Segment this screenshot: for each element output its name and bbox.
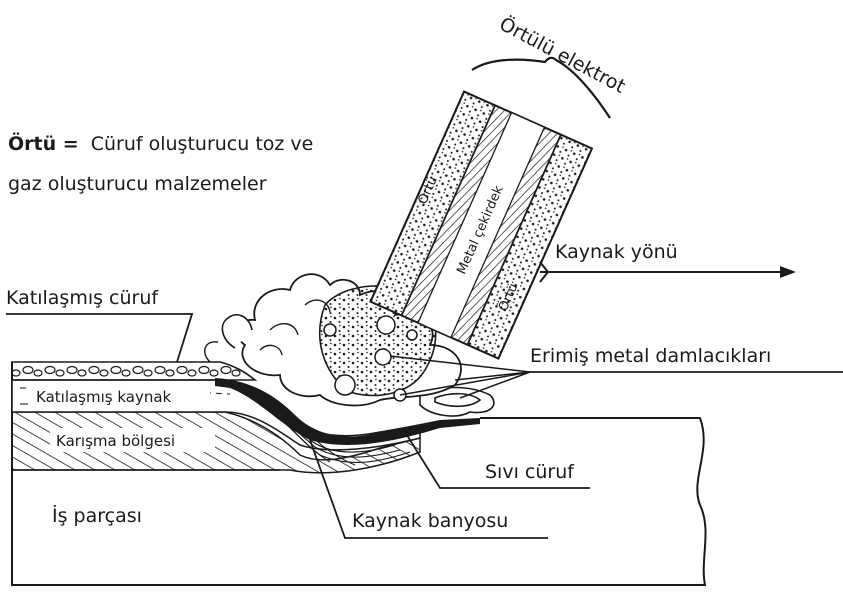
coating-note-line1: Cüruf oluşturucu toz ve (91, 133, 314, 155)
workpiece-label: İş parçası (52, 504, 142, 527)
coating-note-term: Örtü = (8, 131, 79, 155)
solidified-slag-callout: Katılaşmış cüruf (6, 287, 192, 362)
svg-text:Örtü = Cüruf oluşturucu: Örtü = Cüruf oluşturucu toz ve (8, 131, 313, 155)
fusion-zone-callout: Karışma bölgesi (50, 428, 215, 452)
weld-pool-label: Kaynak banyosu (352, 510, 508, 532)
electrode-title: Örtülü elektrot (496, 12, 630, 98)
coating-note-line2: gaz oluşturucu malzemeler (8, 173, 267, 195)
solidified-weld-callout: Katılaşmış kaynak (30, 387, 210, 407)
direction-label: Kaynak yönü (555, 241, 678, 263)
fusion-zone-label: Karışma bölgesi (56, 432, 175, 450)
solidified-weld-label: Katılaşmış kaynak (36, 388, 172, 406)
solidified-slag-area (12, 362, 255, 380)
solidified-slag-label: Katılaşmış cüruf (6, 287, 159, 309)
molten-droplets-label: Erimiş metal damlacıkları (530, 345, 771, 367)
welding-direction: Kaynak yönü (540, 241, 796, 282)
coating-note: Örtü = Cüruf oluşturucu toz ve gaz oluşt… (8, 131, 313, 195)
liquid-slag-label: Sıvı cüruf (485, 461, 575, 483)
